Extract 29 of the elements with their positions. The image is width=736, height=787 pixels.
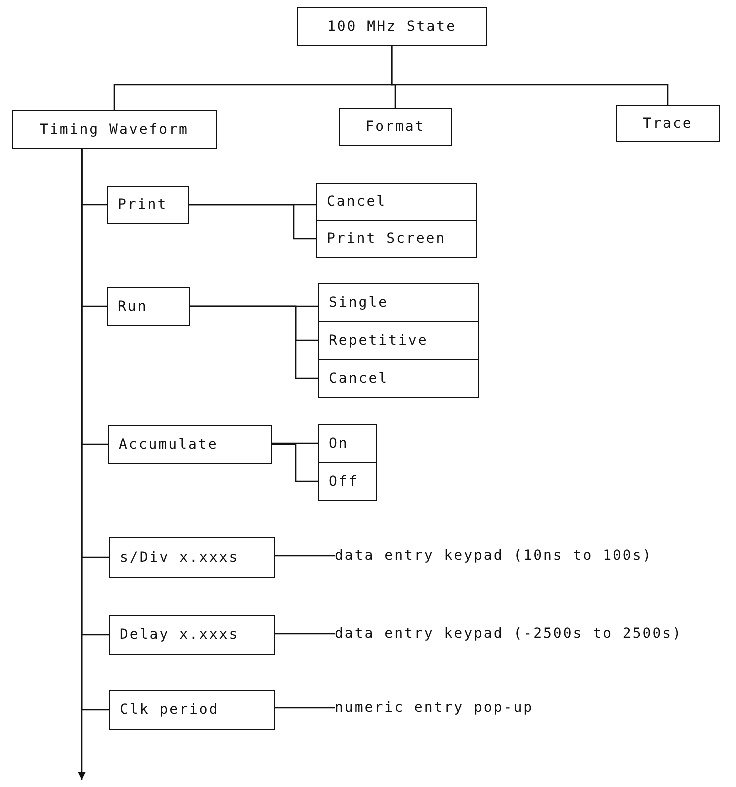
menu-box: On	[318, 424, 377, 463]
connector-line	[189, 204, 316, 240]
arrow	[78, 149, 86, 780]
menu-box: Accumulate	[108, 425, 272, 464]
menu-box: Trace	[616, 105, 720, 142]
connector-line	[272, 442, 318, 444]
connector-line	[391, 46, 669, 105]
annotation-text: data entry keypad (-2500s to 2500s)	[335, 623, 730, 645]
menu-box: Timing Waveform	[12, 110, 217, 149]
annotation-text: numeric entry pop-up	[335, 697, 635, 719]
menu-box: Cancel	[318, 359, 479, 398]
menu-box: Clk period	[109, 690, 275, 730]
menu-box: Format	[339, 108, 452, 146]
connector-line	[275, 707, 335, 709]
connector-line	[275, 555, 335, 557]
menu-box: Run	[107, 287, 190, 326]
menu-box: Repetitive	[318, 321, 479, 360]
connector-line	[275, 633, 335, 635]
menu-box: Print Screen	[316, 220, 477, 258]
annotation-text: data entry keypad (10ns to 100s)	[335, 545, 715, 567]
menu-box: Cancel	[316, 183, 477, 221]
menu-box: Single	[318, 283, 479, 322]
connector-line	[190, 306, 318, 380]
menu-box: s/Div x.xxxs	[109, 537, 275, 578]
menu-box: Off	[318, 462, 377, 501]
connector-line	[272, 444, 318, 482]
menu-box: Delay x.xxxs	[109, 615, 275, 655]
menu-box: 100 MHz State	[297, 7, 487, 46]
menu-box: Print	[107, 186, 189, 224]
